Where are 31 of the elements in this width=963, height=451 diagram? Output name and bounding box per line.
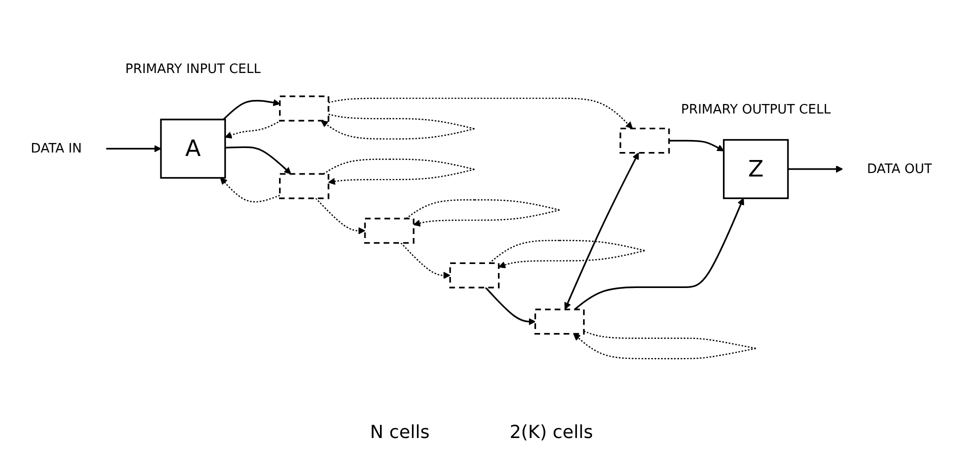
arrow [328,98,633,129]
node-box: A [160,118,226,179]
node-box [279,173,330,200]
arrow [323,158,475,185]
arrow [222,99,280,120]
arrow [225,146,292,174]
arrow [574,198,744,310]
arrow [573,330,756,360]
node-label: PRIMARY OUTPUT CELL [681,101,831,117]
node-box: Z [722,139,789,200]
node-box [534,308,585,335]
arrow [400,242,450,279]
node-box [279,96,330,122]
dimension-label: 2(K) cells [510,422,593,443]
arrow [224,120,282,139]
arrow [320,114,475,140]
arrow [788,166,843,173]
arrow [315,198,366,234]
node-text: DATA OUT [867,160,932,176]
node-box [364,218,414,244]
arrow [564,152,639,310]
arrow [488,240,645,268]
node-text: DATA IN [30,140,82,156]
arrow [669,140,724,152]
node-label: PRIMARY INPUT CELL [125,61,261,76]
arrow [106,145,162,152]
node-box [449,262,500,288]
node-box [620,128,670,154]
arrow [406,199,560,227]
arrow [485,286,536,326]
dimension-label: N cells [370,422,430,443]
